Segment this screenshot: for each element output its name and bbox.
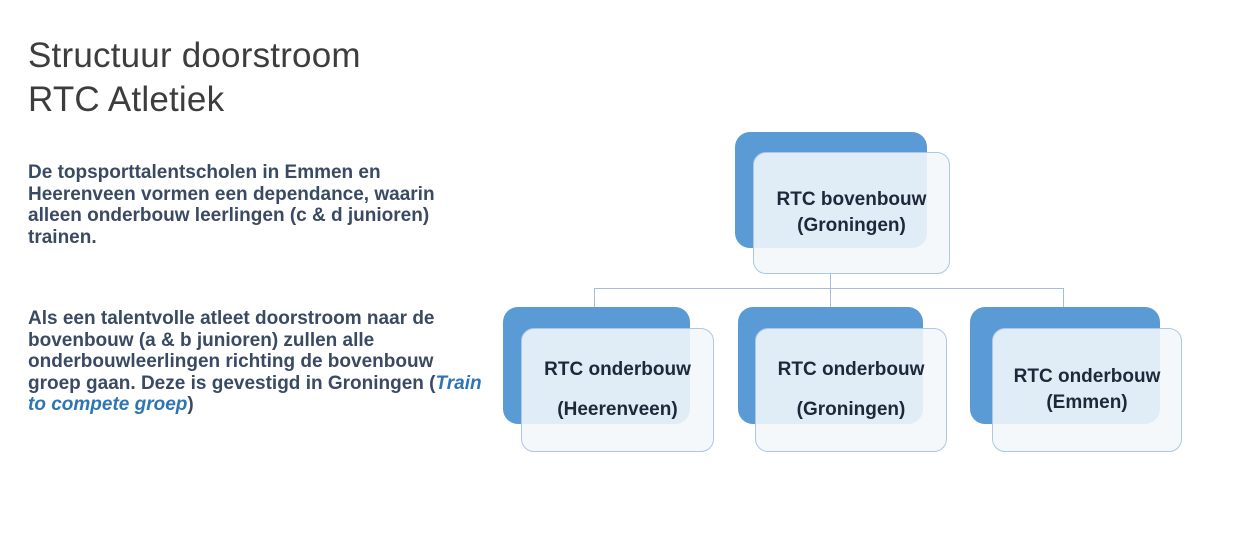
org-node-onderbouw-emmen: RTC onderbouw (Emmen) <box>992 328 1182 452</box>
org-node-bovenbouw-groningen: RTC bovenbouw (Groningen) <box>753 152 950 274</box>
node-label-line1: RTC onderbouw <box>544 359 691 380</box>
doorstroom-paragraph-text: Als een talentvolle atleet doorstroom na… <box>28 308 436 394</box>
page-title: Structuur doorstroom RTC Atletiek <box>28 34 361 122</box>
node-label-line1: RTC onderbouw <box>777 359 925 380</box>
node-label-line1: RTC bovenbouw <box>776 189 927 210</box>
page-title-line2: RTC Atletiek <box>28 80 225 119</box>
doorstroom-paragraph-close: ) <box>187 394 194 415</box>
train-to-compete-emphasis: Train to compete groep <box>28 372 482 416</box>
connector-drop-middle <box>830 288 831 310</box>
intro-paragraph: De topsporttalentscholen in Emmen en Hee… <box>28 162 435 248</box>
connector-horizontal <box>594 288 1064 289</box>
doorstroom-paragraph: Als een talentvolle atleet doorstroom na… <box>28 308 490 416</box>
connector-root-stem <box>830 272 831 289</box>
node-label-line2: (Emmen) <box>1046 392 1128 413</box>
node-label-line1: RTC onderbouw <box>1013 366 1161 387</box>
connector-drop-right <box>1063 288 1064 310</box>
page-title-line1: Structuur doorstroom <box>28 36 361 75</box>
node-label-line2: (Heerenveen) <box>557 399 678 420</box>
connector-drop-left <box>594 288 595 310</box>
org-node-onderbouw-heerenveen: RTC onderbouw (Heerenveen) <box>521 328 714 452</box>
node-label-line2: (Groningen) <box>796 399 906 420</box>
org-node-onderbouw-groningen: RTC onderbouw (Groningen) <box>755 328 947 452</box>
node-label-line2: (Groningen) <box>797 215 906 236</box>
